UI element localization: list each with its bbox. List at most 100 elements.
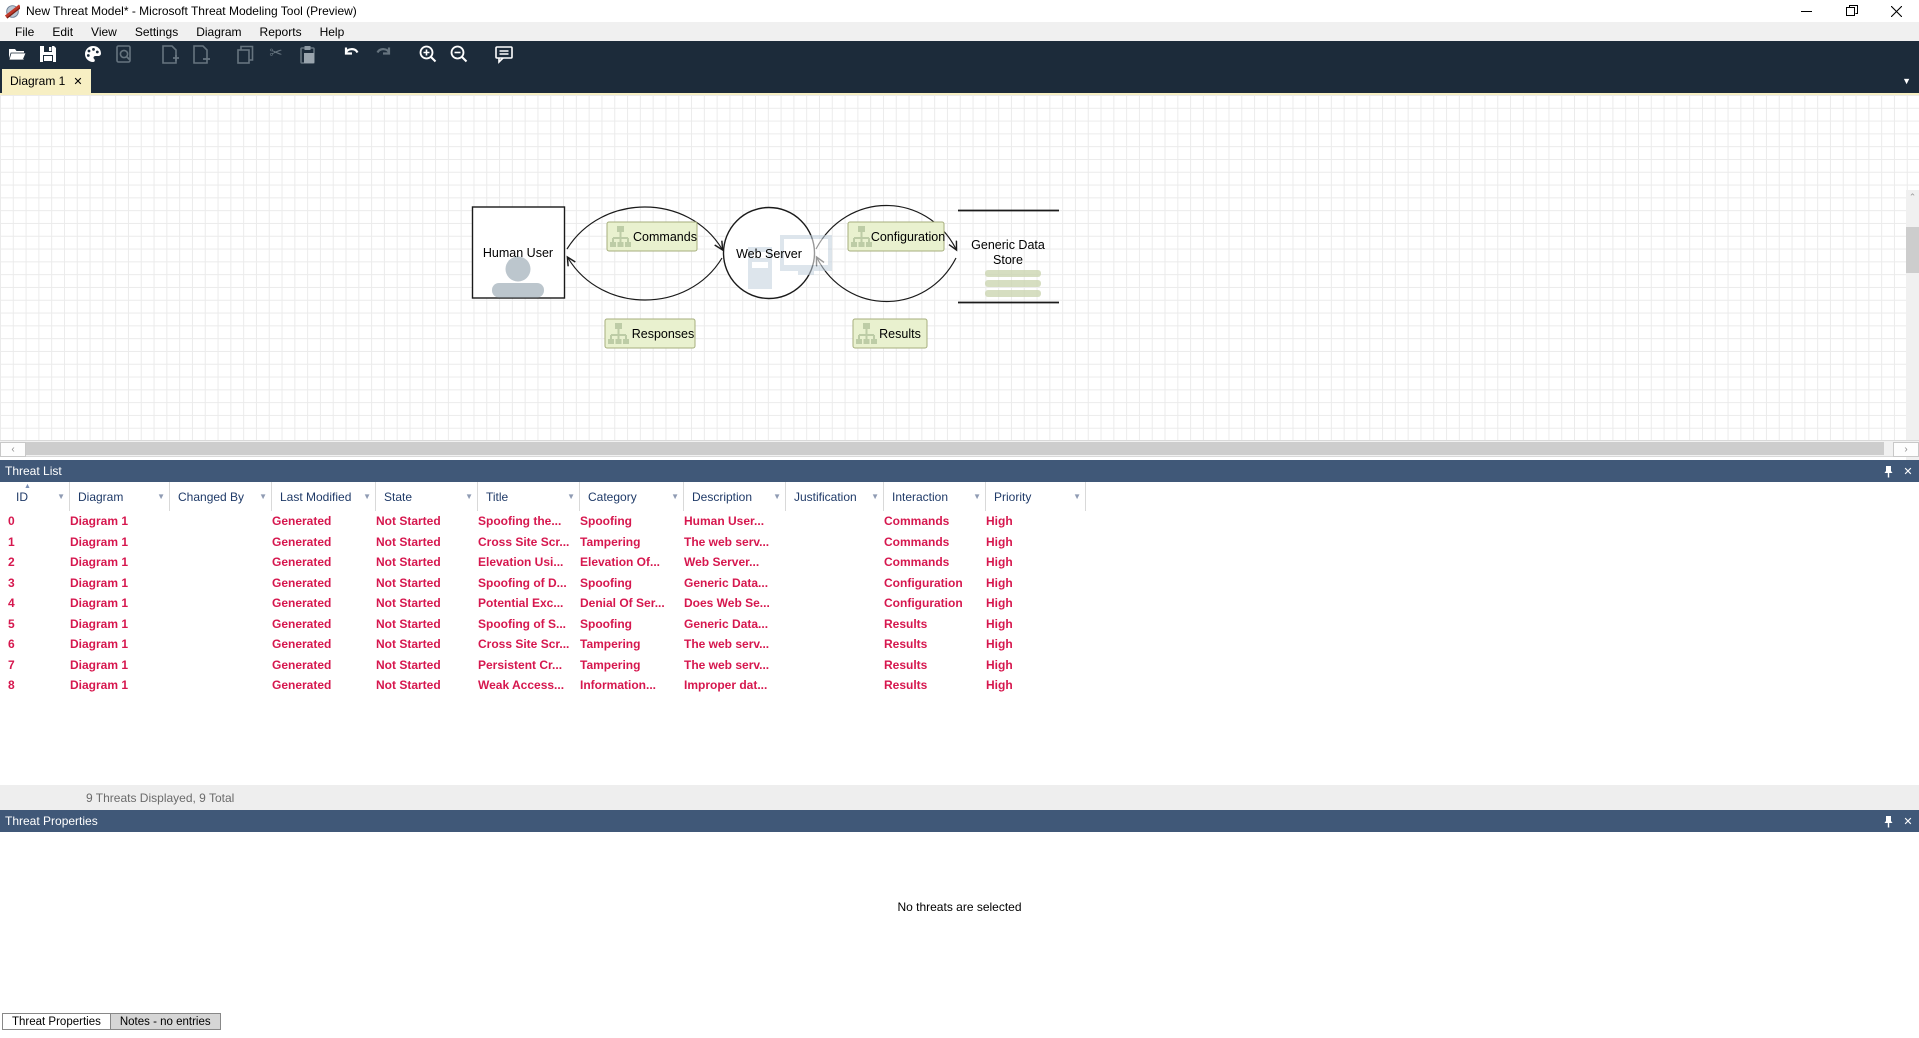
cut-icon[interactable]: ✂	[269, 45, 283, 62]
column-header-diagram[interactable]: Diagram ▼	[70, 482, 170, 511]
flow-commands-arc[interactable]	[566, 206, 722, 249]
filter-dropdown-icon[interactable]: ▼	[671, 492, 679, 501]
threat-cell: Diagram 1	[70, 657, 129, 672]
close-panel-icon[interactable]: ✕	[1903, 465, 1913, 478]
vertical-scroll-thumb[interactable]	[1906, 227, 1919, 273]
threat-cell: Results	[884, 616, 928, 631]
column-header-id[interactable]: ID ▼	[8, 482, 70, 511]
diagram-canvas[interactable]: Human User Web Server Gene	[0, 95, 1919, 535]
filter-dropdown-icon[interactable]: ▼	[567, 492, 575, 501]
flow-results-arc[interactable]	[817, 258, 957, 302]
threat-cell: Generated	[272, 678, 332, 692]
flow-label-commands[interactable]: Commands	[606, 221, 698, 252]
flow-label-results[interactable]: Results	[852, 318, 928, 349]
close-button[interactable]	[1874, 0, 1919, 22]
stencils-icon[interactable]	[82, 43, 104, 65]
redo-icon[interactable]	[372, 43, 394, 65]
filter-dropdown-icon[interactable]: ▼	[157, 492, 165, 501]
column-header-category[interactable]: Category▼	[580, 482, 684, 511]
menu-item-view[interactable]: View	[91, 24, 117, 39]
flow-responses-arc[interactable]	[568, 258, 723, 301]
column-header-last-modified[interactable]: Last Modified▼	[272, 482, 376, 511]
menu-item-settings[interactable]: Settings	[134, 24, 179, 39]
threat-cell: Tampering	[580, 534, 641, 549]
node-generic-data-store[interactable]: Generic Data Store	[958, 209, 1059, 304]
feedback-icon[interactable]	[493, 43, 515, 65]
menu-item-reports[interactable]: Reports	[259, 24, 302, 39]
threat-cell: The web serv...	[684, 637, 770, 651]
scroll-right-icon[interactable]: ›	[1893, 442, 1919, 457]
threat-properties-body: No threats are selected	[0, 832, 1919, 1013]
scroll-left-icon[interactable]: ‹	[0, 442, 26, 457]
threat-cell: 4	[8, 596, 15, 610]
column-header-changed-by[interactable]: Changed By▼	[170, 482, 272, 511]
bottom-tab-threat-properties[interactable]: Threat Properties	[2, 1013, 110, 1030]
node-label-web-server: Web Server	[736, 247, 802, 261]
column-header-title[interactable]: Title▼	[478, 482, 580, 511]
menu-item-help[interactable]: Help	[319, 24, 345, 39]
filter-dropdown-icon[interactable]: ▼	[871, 492, 879, 501]
close-panel-icon[interactable]: ✕	[1903, 815, 1913, 828]
paste-icon[interactable]	[296, 43, 318, 65]
remove-page-icon[interactable]	[189, 43, 211, 65]
threat-cell: Configuration	[884, 575, 963, 590]
threat-cell: Diagram 1	[70, 616, 129, 631]
open-icon[interactable]	[6, 43, 28, 65]
pin-icon[interactable]	[1879, 462, 1897, 480]
filter-dropdown-icon[interactable]: ▼	[973, 492, 981, 501]
column-header-state[interactable]: State▼	[376, 482, 478, 511]
zoom-in-icon[interactable]	[417, 43, 439, 65]
scroll-up-icon[interactable]: ⌃	[1908, 192, 1917, 202]
tab-overflow-icon[interactable]: ▼	[1902, 76, 1911, 86]
filter-dropdown-icon[interactable]: ▼	[57, 492, 65, 501]
save-icon[interactable]	[37, 43, 59, 65]
filter-dropdown-icon[interactable]: ▼	[773, 492, 781, 501]
sort-ascending-icon[interactable]: ▲	[24, 483, 31, 490]
column-label: ID	[16, 490, 28, 504]
filter-dropdown-icon[interactable]: ▼	[363, 492, 371, 501]
minimize-button[interactable]	[1784, 0, 1829, 22]
column-header-interaction[interactable]: Interaction▼	[884, 482, 986, 511]
add-page-icon[interactable]	[158, 43, 180, 65]
menu-item-edit[interactable]: Edit	[52, 24, 74, 39]
node-human-user[interactable]: Human User	[471, 206, 566, 299]
tab-close-icon[interactable]: ✕	[73, 75, 83, 88]
bottom-tab-notes-no-entries[interactable]: Notes - no entries	[109, 1013, 221, 1030]
filter-dropdown-icon[interactable]: ▼	[259, 492, 267, 501]
column-label: Diagram	[78, 490, 124, 504]
flow-label-configuration[interactable]: Configuration	[847, 221, 945, 252]
menu-item-diagram[interactable]: Diagram	[196, 24, 242, 39]
threat-cell: Not Started	[376, 657, 441, 672]
node-web-server[interactable]: Web Server	[722, 206, 833, 300]
undo-icon[interactable]	[341, 43, 363, 65]
filter-dropdown-icon[interactable]: ▼	[1073, 492, 1081, 501]
flow-label-responses[interactable]: Responses	[604, 318, 696, 349]
column-header-justification[interactable]: Justification ▼	[786, 482, 884, 511]
tab-diagram-1[interactable]: Diagram 1 ✕	[2, 69, 91, 93]
column-header-description[interactable]: Description▼	[684, 482, 786, 511]
restore-button[interactable]	[1829, 0, 1874, 22]
filter-dropdown-icon[interactable]: ▼	[465, 492, 473, 501]
canvas-horizontal-scrollbar[interactable]: ‹ ›	[0, 440, 1919, 457]
threat-cell: 7	[8, 657, 15, 672]
menu-item-file[interactable]: File	[15, 24, 35, 39]
flow-label-text: Results	[879, 327, 921, 341]
copy-icon[interactable]	[234, 43, 256, 65]
zoom-out-icon[interactable]	[448, 43, 470, 65]
horizontal-scroll-thumb[interactable]	[26, 442, 1884, 455]
column-label: Justification	[794, 490, 857, 504]
threat-cell: Tampering	[580, 637, 641, 651]
pin-icon[interactable]	[1879, 812, 1897, 830]
analyze-icon[interactable]	[113, 43, 135, 65]
column-header-priority[interactable]: Priority▼	[986, 482, 1086, 511]
